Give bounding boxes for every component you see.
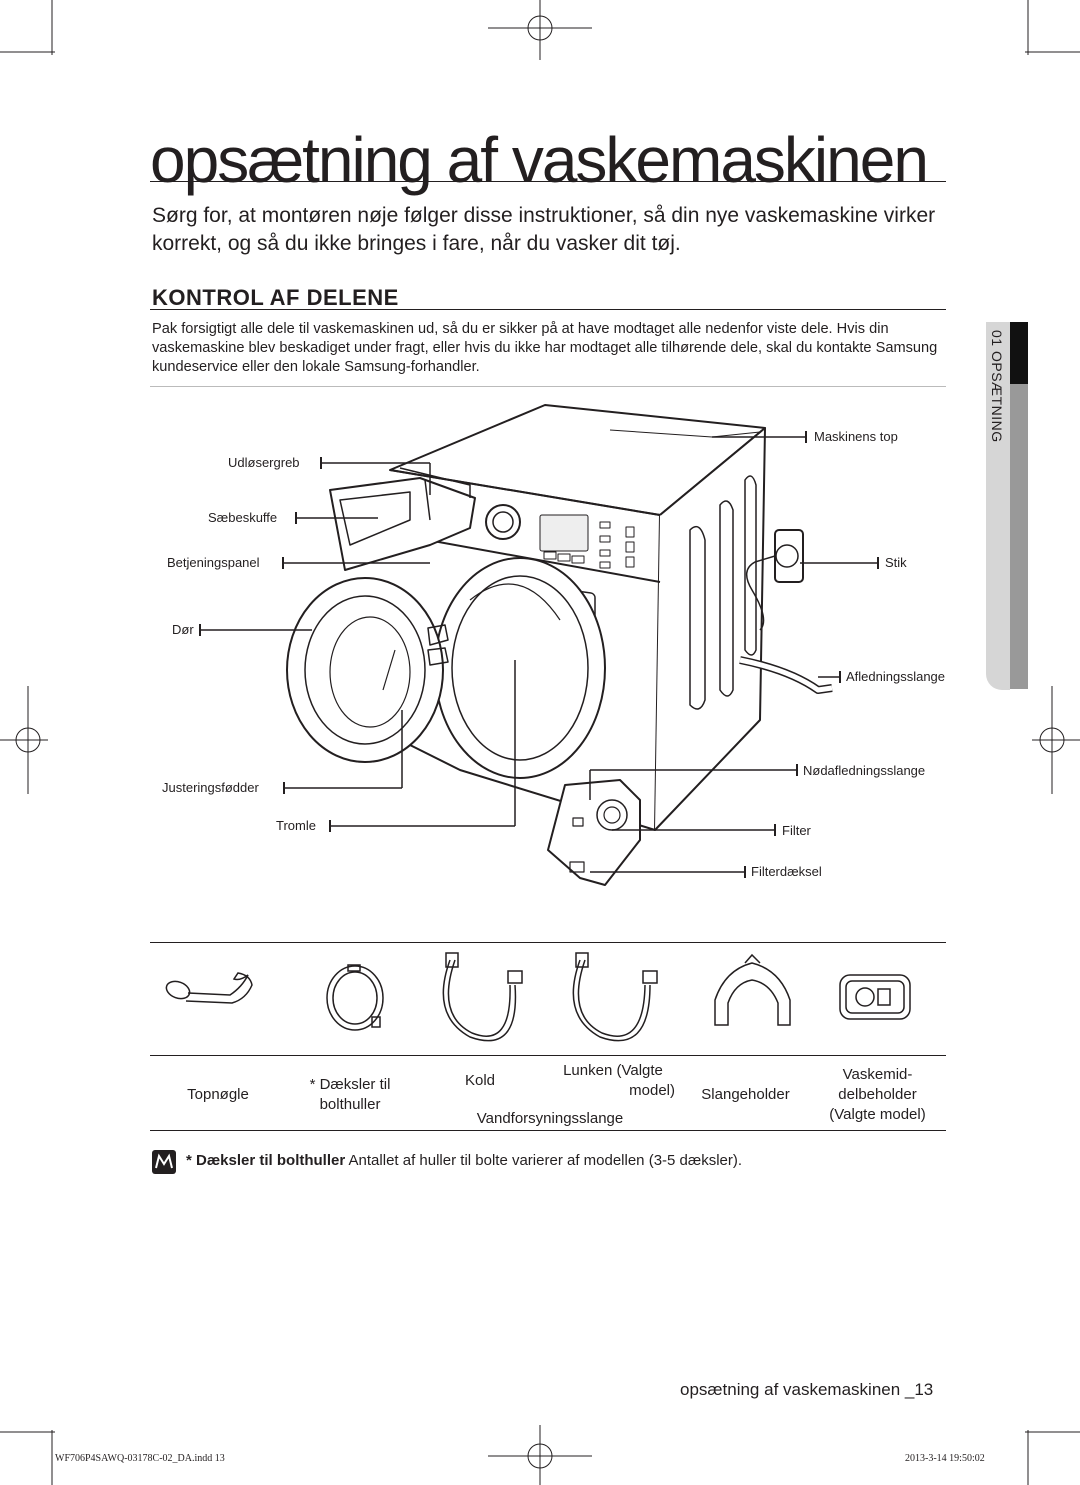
acc-label-lunken-1: Lunken (Valgte bbox=[563, 1062, 663, 1079]
label-udloesergreb: Udløsergreb bbox=[228, 455, 300, 470]
note-bold: * Dæksler til bolthuller bbox=[186, 1152, 346, 1169]
acc-label-daeksler-1: * Dæksler til bbox=[309, 1076, 391, 1093]
label-saebeskuffe: Sæbeskuffe bbox=[208, 510, 278, 525]
hose-holder-icon bbox=[714, 953, 791, 1026]
footer-indd: WF706P4SAWQ-03178C-02_DA.indd 13 bbox=[55, 1453, 225, 1464]
label-stik: Stik bbox=[885, 555, 907, 570]
side-tab-grey-bar bbox=[1010, 384, 1028, 689]
note-body: Antallet af huller til bolte varierer af… bbox=[345, 1152, 743, 1169]
bolt-cover-icon bbox=[326, 964, 384, 1031]
side-tab-background bbox=[986, 322, 1010, 690]
section-body: Pak forsigtigt alle dele til vaskemaskin… bbox=[152, 321, 938, 375]
label-filterdaeksel: Filterdæksel bbox=[751, 864, 822, 879]
acc-label-vaskemid-3: (Valgte model) bbox=[829, 1106, 926, 1123]
side-tab-black-bar bbox=[1010, 322, 1028, 384]
accessories-bottom-rule bbox=[150, 1130, 946, 1131]
accessories-mid-rule bbox=[150, 1055, 946, 1056]
acc-label-kold: Kold bbox=[464, 1072, 496, 1089]
acc-label-vaskemid-1: Vaskemid- bbox=[842, 1066, 913, 1083]
acc-label-vaskemid-2: delbeholder bbox=[838, 1086, 917, 1103]
acc-label-daeksler-2: bolthuller bbox=[319, 1096, 381, 1113]
label-justeringsfoedder: Justeringsfødder bbox=[162, 780, 259, 795]
acc-label-topnoegle: Topnøgle bbox=[187, 1086, 249, 1103]
acc-label-lunken-2: model) bbox=[629, 1082, 675, 1099]
spanner-icon bbox=[165, 972, 253, 1004]
label-doer: Dør bbox=[172, 622, 194, 637]
accessories-top-rule bbox=[150, 942, 946, 943]
label-noedafledningsslange: Nødafledningsslange bbox=[803, 763, 926, 778]
side-tab-label: 01 OPSÆTNING bbox=[989, 330, 1005, 443]
label-betjeningspanel: Betjeningspanel bbox=[167, 555, 260, 570]
accessories-illustrations bbox=[165, 952, 911, 1042]
acc-label-vandforsyning: Vandforsyningsslange bbox=[476, 1110, 624, 1127]
note-icon bbox=[152, 1150, 176, 1174]
note-text: * Dæksler til bolthuller Antallet af hul… bbox=[186, 1152, 742, 1169]
footer-page-label: opsætning af vaskemaskinen _13 bbox=[680, 1380, 934, 1399]
label-filter: Filter bbox=[782, 823, 811, 838]
detergent-container-icon bbox=[839, 974, 911, 1020]
title-rule bbox=[150, 181, 946, 182]
body-rule bbox=[150, 386, 946, 387]
section-heading: KONTROL AF DELENE bbox=[152, 285, 399, 310]
page-title: opsætning af vaskemaskinen bbox=[150, 124, 929, 196]
cold-hose-icon bbox=[442, 952, 523, 1042]
warm-hose-icon bbox=[572, 952, 658, 1042]
footer-timestamp: 2013-3-14 19:50:02 bbox=[905, 1453, 985, 1464]
label-afledningsslange: Afledningsslange bbox=[846, 669, 946, 684]
label-tromle: Tromle bbox=[276, 818, 316, 833]
acc-label-slangeholder: Slangeholder bbox=[701, 1086, 790, 1103]
washing-machine-diagram bbox=[199, 404, 879, 886]
section-rule bbox=[150, 309, 946, 310]
intro-text: Sørg for, at montøren nøje følger disse … bbox=[152, 204, 936, 255]
label-maskinens-top: Maskinens top bbox=[814, 429, 898, 444]
